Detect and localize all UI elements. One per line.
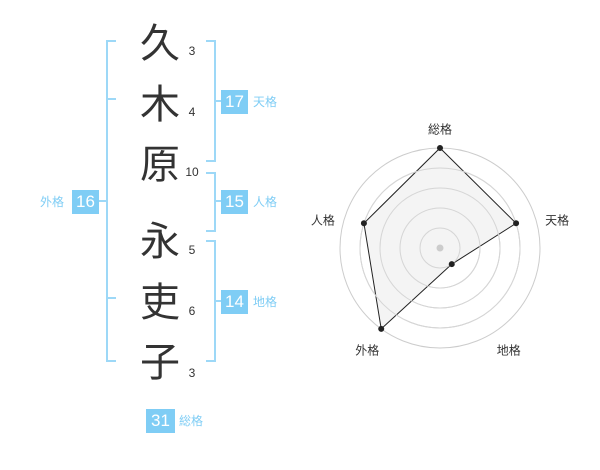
stroke-count-5: 6	[188, 304, 196, 318]
stroke-count-1: 3	[188, 44, 196, 58]
tenkaku-label: 天格	[253, 95, 278, 109]
radar-center-dot	[436, 244, 444, 252]
radar-axis-label-2: 天格	[545, 213, 569, 228]
name-char-4: 永	[140, 219, 180, 265]
gaikaku-badge: 16	[72, 190, 99, 214]
radar-point-2	[513, 220, 520, 227]
tenkaku-badge: 17	[221, 90, 248, 114]
jinkaku-badge: 15	[221, 190, 248, 214]
radar-point-5	[360, 220, 367, 227]
radar-grid-overlay-3	[379, 187, 501, 309]
name-char-3: 原	[140, 142, 180, 188]
radar-grid-overlay-2	[399, 207, 481, 289]
gaikaku-label: 外格	[40, 195, 65, 209]
stroke-count-3: 10	[185, 165, 199, 179]
jinkaku-label: 人格	[253, 195, 278, 209]
name-char-6: 子	[140, 340, 180, 386]
name-char-5: 吏	[140, 280, 180, 326]
stroke-count-4: 5	[188, 243, 196, 257]
bracket-mark-2	[108, 297, 116, 299]
bracket-mark-1	[108, 98, 116, 100]
name-char-2: 木	[140, 82, 180, 128]
chikaku-label: 地格	[253, 295, 278, 309]
jinkaku-bracket-tick	[214, 200, 222, 202]
radar-point-1	[437, 145, 443, 151]
radar-grid-overlay-4	[359, 167, 521, 329]
gaikaku-bracket	[106, 40, 116, 362]
gaikaku-bracket-tick	[98, 200, 106, 202]
radar-axis-label-1: 総格	[428, 122, 452, 137]
jinkaku-bracket	[206, 172, 216, 232]
tenkaku-bracket-tick	[214, 100, 222, 102]
radar-point-4	[378, 325, 385, 332]
chikaku-bracket-tick	[214, 300, 222, 302]
stroke-count-2: 4	[188, 105, 196, 119]
soukaku-label: 総格	[179, 414, 204, 428]
radar-axis-label-3: 地格	[497, 342, 521, 357]
radar-series-area	[363, 147, 517, 330]
stroke-count-6: 3	[188, 366, 196, 380]
radar-axis-label-4: 外格	[355, 342, 379, 357]
soukaku-badge: 31	[146, 409, 175, 433]
radar-axis-label-5: 人格	[311, 213, 335, 228]
radar-point-3	[448, 261, 455, 268]
chikaku-badge: 14	[221, 290, 248, 314]
radar-grid-overlay-1	[419, 227, 461, 269]
name-char-1: 久	[140, 21, 180, 67]
